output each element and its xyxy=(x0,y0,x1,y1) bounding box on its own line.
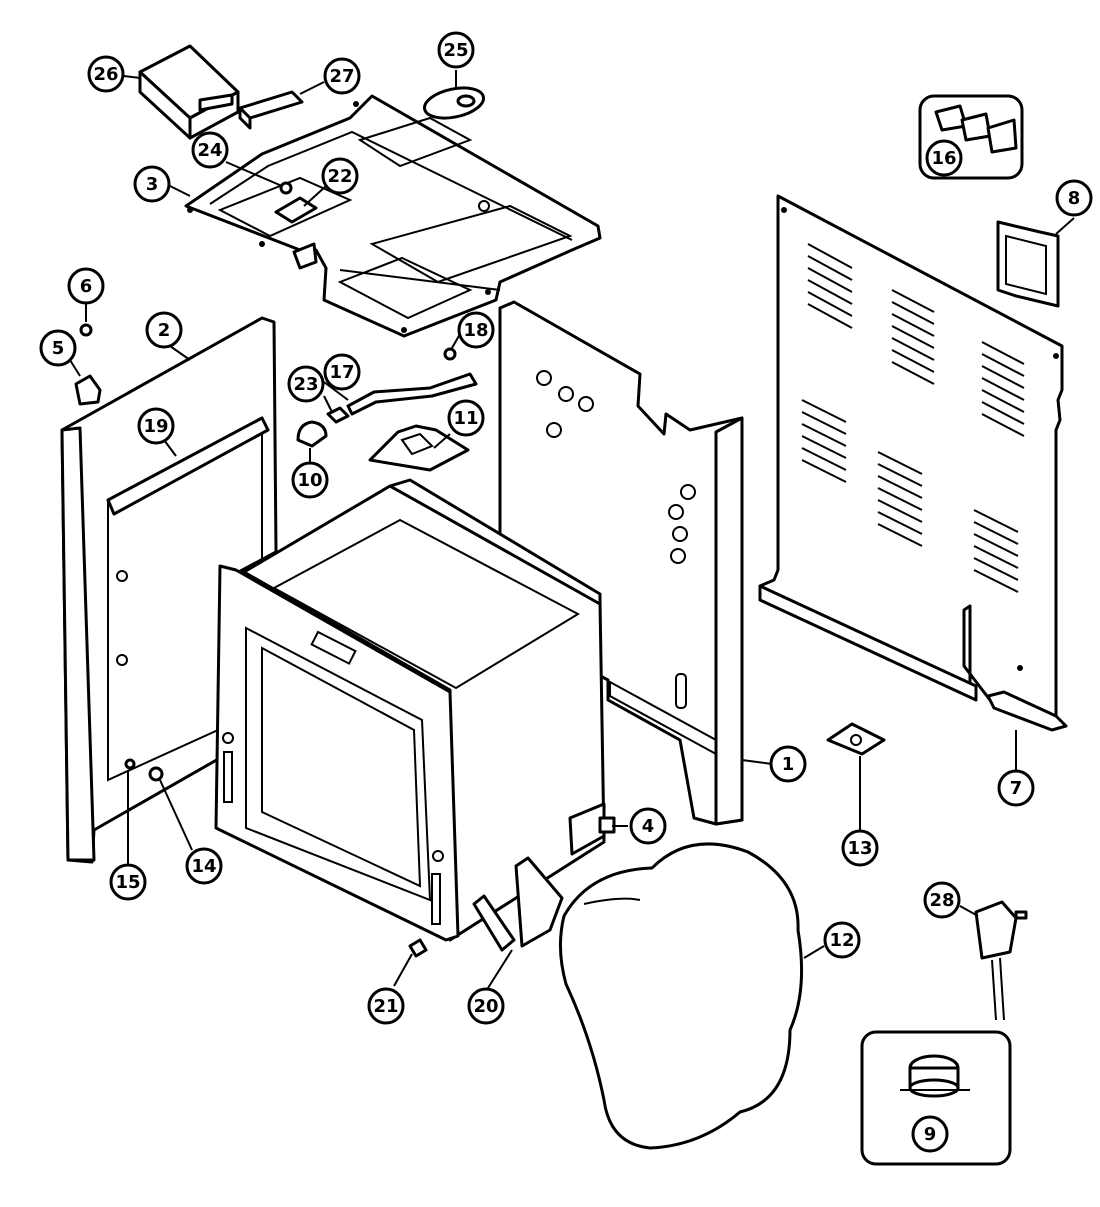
callout-25: 25 xyxy=(437,31,475,69)
svg-text:26: 26 xyxy=(93,64,118,85)
callout-14: 14 xyxy=(185,847,223,885)
part-9-inset xyxy=(860,1030,1012,1166)
svg-text:22: 22 xyxy=(327,166,352,187)
svg-text:14: 14 xyxy=(191,856,216,877)
svg-text:3: 3 xyxy=(146,174,159,195)
part-24-screw xyxy=(279,181,293,195)
callout-17: 17 xyxy=(323,353,361,391)
callout-8: 8 xyxy=(1055,179,1093,217)
svg-text:11: 11 xyxy=(453,408,478,429)
callout-28: 28 xyxy=(923,881,961,919)
callout-16: 16 xyxy=(925,139,963,177)
svg-text:6: 6 xyxy=(80,276,93,297)
svg-text:5: 5 xyxy=(52,338,65,359)
callout-10: 10 xyxy=(291,461,329,499)
svg-text:16: 16 xyxy=(931,148,956,169)
part-5-bracket xyxy=(74,374,102,406)
part-12-insulation xyxy=(558,842,804,1150)
callout-2: 2 xyxy=(145,311,183,349)
part-26-module-box xyxy=(138,44,240,140)
callout-22: 22 xyxy=(321,157,359,195)
svg-text:13: 13 xyxy=(847,838,872,859)
part-14-grommet xyxy=(148,766,164,782)
svg-text:15: 15 xyxy=(115,872,140,893)
svg-text:23: 23 xyxy=(293,374,318,395)
part-7-bracket xyxy=(986,690,1068,732)
part-2-front-frame xyxy=(60,316,278,864)
svg-text:7: 7 xyxy=(1010,778,1023,799)
part-18-screw xyxy=(443,347,457,361)
callout-4: 4 xyxy=(629,807,667,845)
callout-21: 21 xyxy=(367,987,405,1025)
svg-text:18: 18 xyxy=(463,320,488,341)
svg-text:8: 8 xyxy=(1068,188,1081,209)
callout-23: 23 xyxy=(287,365,325,403)
part-15-screw xyxy=(124,758,136,770)
callout-12: 12 xyxy=(823,921,861,959)
part-8-box xyxy=(996,220,1060,308)
part-11-bracket xyxy=(368,424,470,472)
callout-19: 19 xyxy=(137,407,175,445)
part-10-knob xyxy=(296,420,328,448)
part-25-cap xyxy=(423,86,485,120)
callout-18: 18 xyxy=(457,311,495,349)
oven-cavity xyxy=(214,478,606,942)
part-17-bar xyxy=(346,372,478,416)
part-23-clip xyxy=(326,406,350,424)
callout-27: 27 xyxy=(323,57,361,95)
callout-7: 7 xyxy=(997,769,1035,807)
svg-text:4: 4 xyxy=(642,816,655,837)
svg-text:24: 24 xyxy=(197,140,222,161)
callout-3: 3 xyxy=(133,165,171,203)
callout-26: 26 xyxy=(87,55,125,93)
svg-text:19: 19 xyxy=(143,416,168,437)
part-3-top-panel xyxy=(184,94,602,338)
svg-text:2: 2 xyxy=(158,320,171,341)
part-4-bracket xyxy=(568,802,616,856)
rear-panel xyxy=(758,194,1064,726)
svg-text:25: 25 xyxy=(443,40,468,61)
part-20-hinge xyxy=(472,856,564,952)
part-13-bracket xyxy=(826,722,886,756)
leader-lines xyxy=(69,70,1075,989)
part-6-screw xyxy=(79,323,93,337)
part-1-side-panel xyxy=(498,300,744,826)
svg-text:20: 20 xyxy=(473,996,498,1017)
part-28-plug xyxy=(974,900,1028,1021)
part-27-bracket xyxy=(238,90,304,130)
callout-1: 1 xyxy=(769,745,807,783)
svg-text:28: 28 xyxy=(929,890,954,911)
svg-text:21: 21 xyxy=(373,996,398,1017)
svg-text:27: 27 xyxy=(329,66,354,87)
svg-text:1: 1 xyxy=(782,754,795,775)
svg-text:12: 12 xyxy=(829,930,854,951)
svg-text:9: 9 xyxy=(924,1124,937,1145)
callout-6: 6 xyxy=(67,267,105,305)
callout-13: 13 xyxy=(841,829,879,867)
callout-9: 9 xyxy=(911,1115,949,1153)
svg-text:17: 17 xyxy=(329,362,354,383)
callout-11: 11 xyxy=(447,399,485,437)
callout-24: 24 xyxy=(191,131,229,169)
part-21-screw xyxy=(408,938,428,958)
callout-20: 20 xyxy=(467,987,505,1025)
callout-5: 5 xyxy=(39,329,77,367)
callout-15: 15 xyxy=(109,863,147,901)
svg-text:10: 10 xyxy=(297,470,322,491)
